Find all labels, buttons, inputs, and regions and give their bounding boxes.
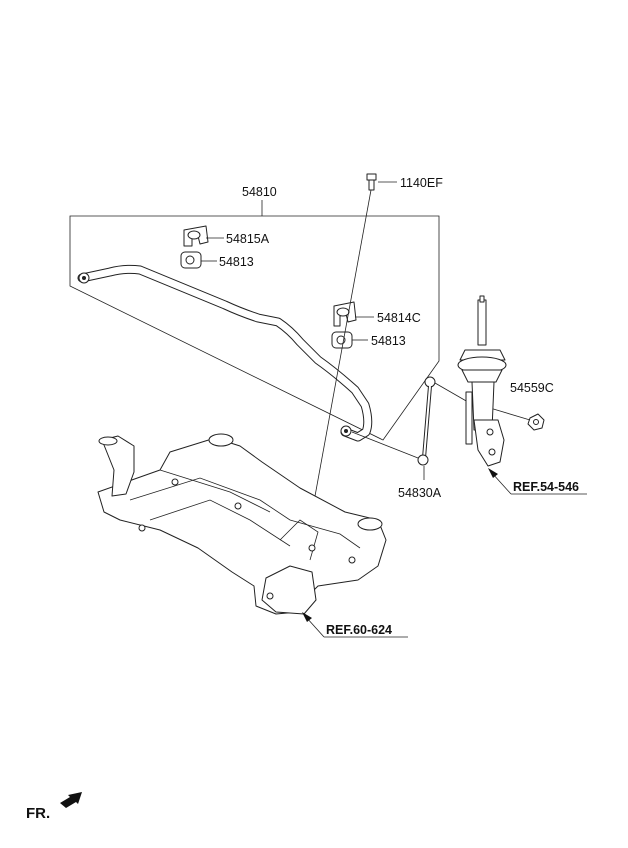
- stabilizer-group-frame: [69, 200, 440, 441]
- stabilizer-link-icon: [351, 376, 469, 480]
- nut-icon: [489, 407, 545, 431]
- front-direction: FR.: [26, 792, 82, 822]
- link-part-number: 54830A: [398, 486, 442, 500]
- crossmember: [97, 433, 387, 615]
- bushing-lower-part-number: 54813: [371, 334, 406, 348]
- front-direction-label: FR.: [26, 805, 50, 822]
- strut-assembly: [457, 295, 507, 467]
- bushing-upper-part-number: 54813: [219, 255, 254, 269]
- stabilizer-bar-part-number: 54810: [242, 185, 277, 199]
- bushing-clamp-lower-icon: [333, 301, 374, 327]
- nut-part-number: 54559C: [510, 381, 554, 395]
- bushing-clamp-upper-icon: [183, 225, 224, 247]
- bushing-lower-icon: [331, 331, 368, 349]
- crossmember-reference-label: REF.60-624: [326, 623, 392, 637]
- arrow-forward-icon: [60, 792, 82, 808]
- bushing-upper-icon: [180, 251, 217, 269]
- crossmember-reference[interactable]: REF.60-624: [302, 612, 408, 638]
- strut-reference-label: REF.54-546: [513, 480, 579, 494]
- bushing-a-part-number: 54815A: [226, 232, 270, 246]
- bushing-c-part-number: 54814C: [377, 311, 421, 325]
- stabilizer-bar: [77, 264, 373, 442]
- strut-reference[interactable]: REF.54-546: [488, 468, 587, 495]
- bolt-part-number: 1140EF: [400, 176, 443, 190]
